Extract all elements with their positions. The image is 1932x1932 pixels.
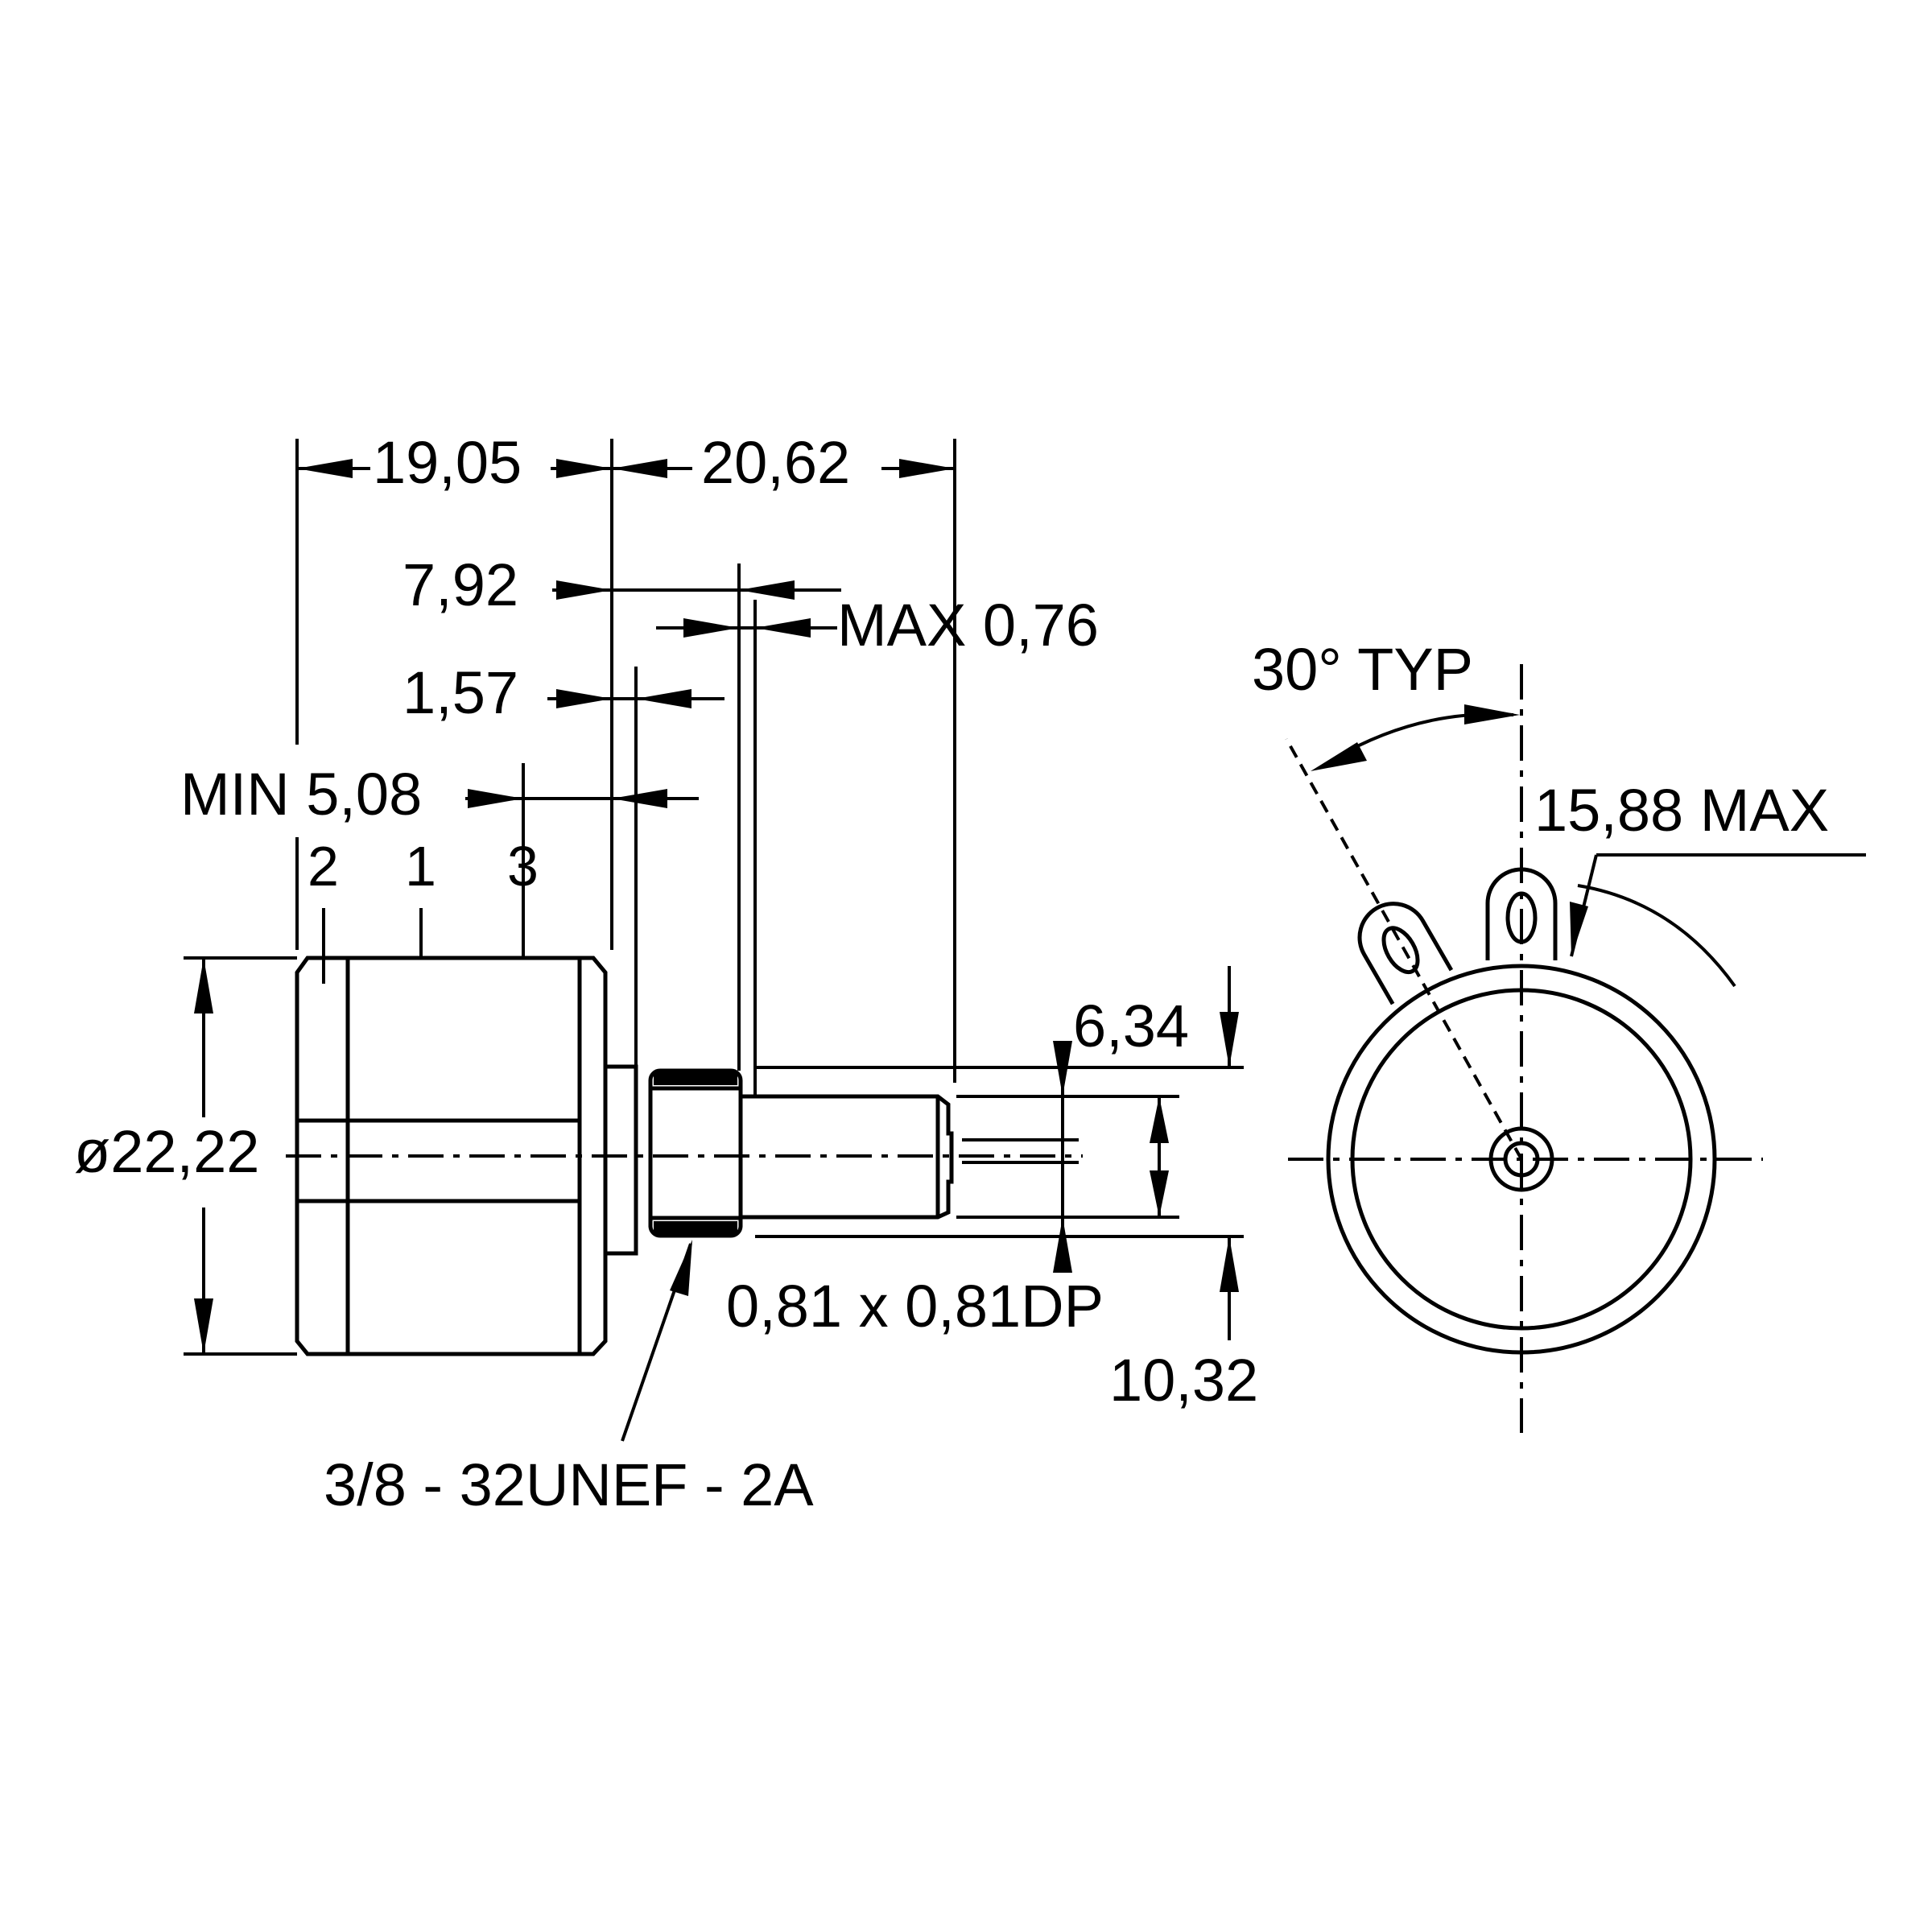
dim-min-terminal: MIN 5,08 [180,761,422,828]
dim-max-offset: MAX 0,76 [837,592,1099,658]
threaded-bushing [648,1068,743,1238]
mounting-flange [603,1064,638,1256]
thread-spec-label: 3/8 - 32UNEF - 2A [324,1451,814,1518]
side-dimensions [184,439,1244,1442]
dim-max-radius: 15,88 MAX [1534,777,1829,844]
front-view [1285,664,1866,1433]
terminal-2-label: 2 [308,835,339,898]
dim-bushing-length: 7,92 [402,551,518,618]
dim-flange: 1,57 [402,659,518,726]
dim-shaft-length: 20,62 [701,429,850,496]
dim-angle: 30° TYP [1252,636,1473,703]
dim-diameter: ø22,22 [74,1118,259,1185]
dim-shaft-diameter: 10,32 [1109,1347,1258,1414]
terminal-3-label: 3 [507,835,539,898]
side-view [286,763,1083,1356]
dim-overall-body: 19,05 [373,429,522,496]
labels: 19,05 20,62 7,92 MAX 0,76 1,57 MIN 5,08 … [74,429,1829,1518]
terminal-lug-left [1357,902,1454,1005]
terminal-1-label: 1 [405,835,436,898]
shaft [741,1094,954,1220]
dim-slot: 0,81 x 0,81DP [726,1273,1104,1340]
dim-flat-height: 6,34 [1073,993,1189,1059]
housing-outline [295,956,608,1356]
lug-angle-line [1285,738,1523,1160]
